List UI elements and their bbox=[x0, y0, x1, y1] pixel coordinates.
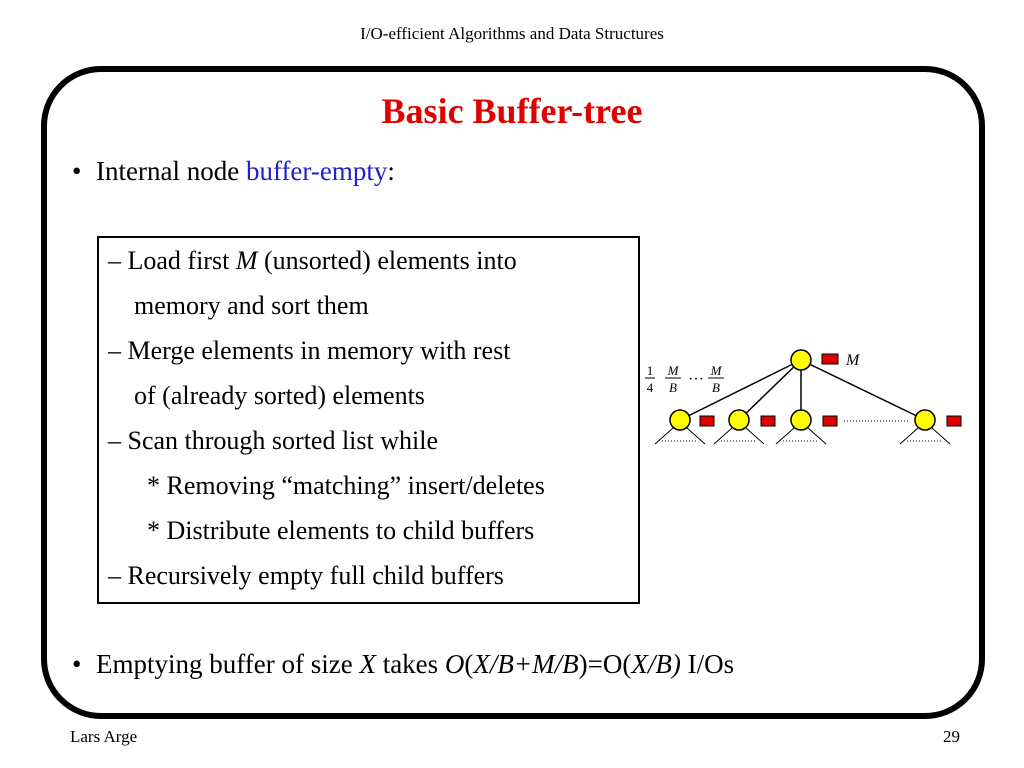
box-line-3: – Merge elements in memory with rest bbox=[108, 336, 511, 365]
child-buffer bbox=[946, 415, 962, 427]
buffer-empty-term: buffer-empty bbox=[245, 156, 388, 186]
frac2-num: M bbox=[667, 363, 680, 378]
algorithm-box: – Load first M (unsorted) elements into … bbox=[97, 236, 640, 604]
child-node bbox=[728, 409, 750, 431]
frac3-num: M bbox=[710, 363, 723, 378]
bullet-emptying-cost: •Emptying buffer of size X takes O(X/B+M… bbox=[72, 649, 735, 679]
buffer-tree-diagram: M 1 4 M B ··· M B bbox=[645, 349, 962, 445]
root-buffer bbox=[821, 353, 839, 365]
slide-frame bbox=[41, 66, 985, 719]
variable-m: M bbox=[235, 246, 258, 275]
child-node bbox=[669, 409, 691, 431]
bullet-internal-node: • Internal node buffer-empty: bbox=[72, 156, 395, 187]
box-line-7: * Distribute elements to child buffers bbox=[147, 516, 535, 545]
slide-title: Basic Buffer-tree bbox=[381, 91, 643, 131]
tree-edge bbox=[679, 359, 802, 421]
frac-ellipsis: ··· bbox=[688, 371, 704, 388]
bullet1-suffix: : bbox=[387, 156, 395, 186]
box-line-8: – Recursively empty full child buffers bbox=[108, 561, 504, 590]
frac2-den: B bbox=[669, 380, 677, 395]
box-line-2: memory and sort them bbox=[134, 291, 369, 320]
frac1-num: 1 bbox=[647, 363, 654, 378]
box-line-4: of (already sorted) elements bbox=[134, 381, 425, 410]
child-node bbox=[914, 409, 936, 431]
tree-edge bbox=[800, 359, 926, 421]
page-number: 29 bbox=[943, 727, 960, 746]
box-line-1: – Load first M (unsorted) elements into bbox=[108, 246, 517, 275]
footer-author: Lars Arge bbox=[70, 727, 138, 746]
bullet-dot: • bbox=[72, 649, 82, 679]
child-buffer bbox=[822, 415, 838, 427]
child-buffer bbox=[699, 415, 715, 427]
tree-edge bbox=[738, 359, 802, 421]
bullet-dot: • bbox=[72, 156, 82, 186]
bullet1-text: Internal node bbox=[96, 156, 246, 186]
child-buffer bbox=[760, 415, 776, 427]
box-line-6: * Removing “matching” insert/deletes bbox=[147, 471, 545, 500]
root-buffer-label: M bbox=[845, 352, 861, 369]
box-line-5: – Scan through sorted list while bbox=[108, 426, 439, 455]
child-node bbox=[790, 409, 812, 431]
frac1-den: 4 bbox=[647, 380, 654, 395]
root-node bbox=[790, 349, 812, 371]
frac3-den: B bbox=[712, 380, 720, 395]
slide-header: I/O-efficient Algorithms and Data Struct… bbox=[360, 24, 664, 43]
